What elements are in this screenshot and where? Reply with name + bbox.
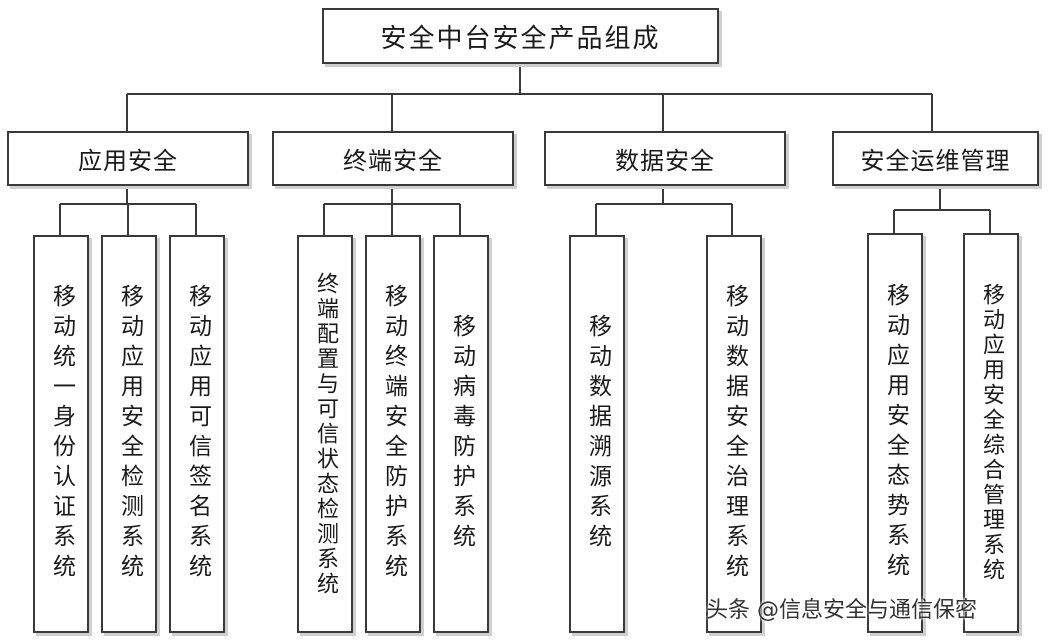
- item-app-security-posture: 移动应用安全态势系统: [867, 233, 923, 633]
- category-label: 应用安全: [78, 147, 178, 175]
- item-app-security-integrated-mgmt: 移动应用安全综合管理系统: [963, 233, 1019, 633]
- watermark-text: 头条 @信息安全与通信保密: [706, 598, 977, 623]
- item-label: 移动应用安全综合管理系统: [979, 283, 1004, 583]
- item-label: 移动数据溯源系统: [584, 314, 611, 554]
- item-label: 移动应用安全检测系统: [116, 284, 143, 584]
- item-terminal-security-protection: 移动终端安全防护系统: [365, 235, 421, 633]
- item-data-security-governance: 移动数据安全治理系统: [706, 235, 762, 633]
- category-terminal-security: 终端安全: [272, 131, 514, 186]
- item-unified-identity-auth: 移动统一身份认证系统: [33, 235, 89, 633]
- item-app-trusted-signing: 移动应用可信签名系统: [169, 235, 225, 633]
- root-label: 安全中台安全产品组成: [380, 23, 661, 54]
- category-data-security: 数据安全: [544, 131, 786, 186]
- item-label: 移动统一身份认证系统: [48, 284, 75, 584]
- item-label: 移动应用安全态势系统: [882, 283, 909, 583]
- item-label: 移动病毒防护系统: [448, 314, 475, 554]
- item-label: 移动应用可信签名系统: [184, 284, 211, 584]
- item-label: 移动终端安全防护系统: [380, 284, 407, 584]
- item-label: 移动数据安全治理系统: [721, 284, 748, 584]
- root-node: 安全中台安全产品组成: [322, 8, 719, 64]
- category-label: 终端安全: [343, 147, 443, 175]
- category-label: 安全运维管理: [860, 147, 1011, 175]
- item-data-tracing: 移动数据溯源系统: [569, 235, 625, 633]
- item-label: 终端配置与可信状态检测系统: [313, 271, 338, 597]
- category-ops-management: 安全运维管理: [832, 131, 1039, 186]
- item-app-security-detection: 移动应用安全检测系统: [101, 235, 157, 633]
- item-virus-protection: 移动病毒防护系统: [433, 235, 489, 633]
- item-terminal-config-trust-check: 终端配置与可信状态检测系统: [297, 235, 353, 633]
- category-label: 数据安全: [615, 147, 715, 175]
- category-app-security: 应用安全: [7, 131, 249, 186]
